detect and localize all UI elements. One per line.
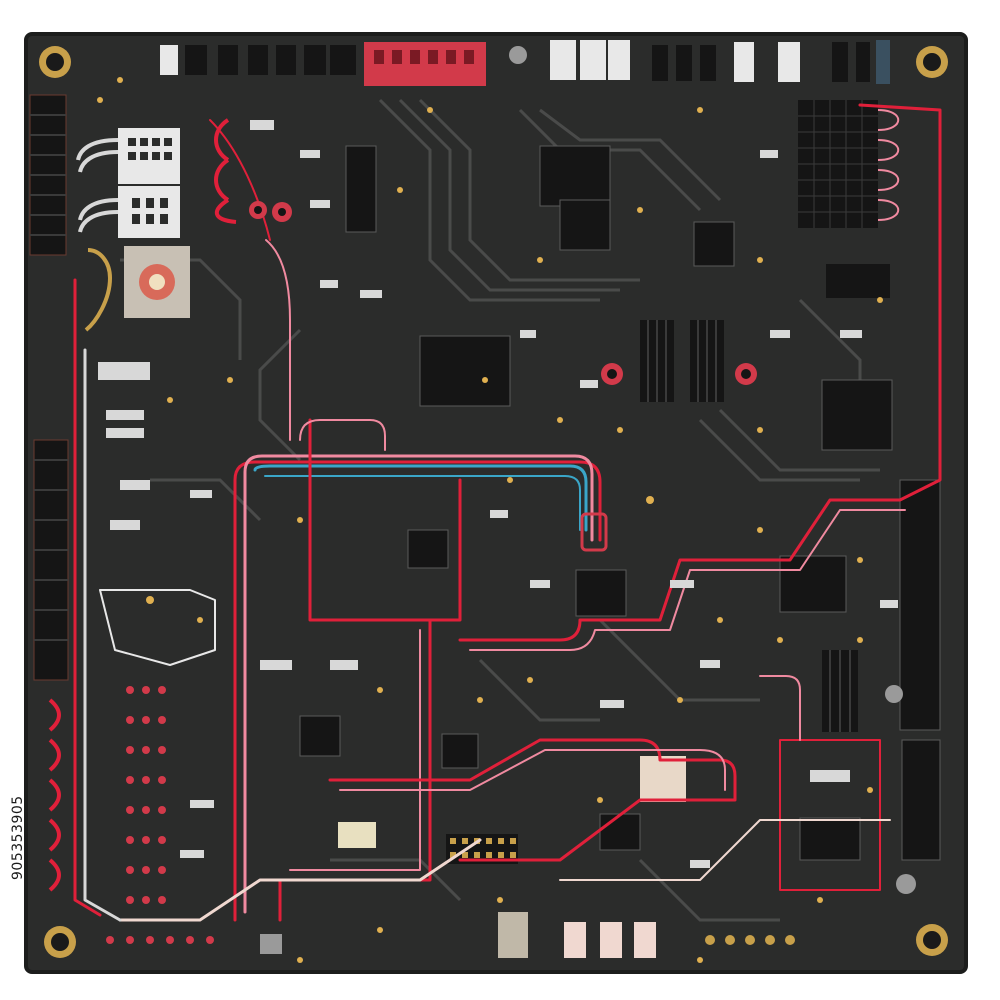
- top-connectors: [160, 40, 890, 86]
- watermark-id: 905353905: [10, 795, 26, 880]
- integrated-circuits: [299, 145, 941, 861]
- red-components: [249, 201, 757, 552]
- bottom-components: [260, 685, 916, 958]
- white-connectors: [76, 128, 190, 332]
- heatsink-fins: [647, 320, 851, 732]
- vias: [97, 77, 883, 963]
- smd-components: [98, 120, 898, 868]
- left-red-loops: [48, 118, 237, 892]
- wire-harness: [73, 103, 942, 922]
- pcb-board: [24, 32, 968, 974]
- mounting-holes: [39, 46, 948, 958]
- upper-right-chip: [798, 100, 899, 298]
- red-pin-array: [106, 686, 214, 944]
- left-edge-pins: [30, 114, 68, 641]
